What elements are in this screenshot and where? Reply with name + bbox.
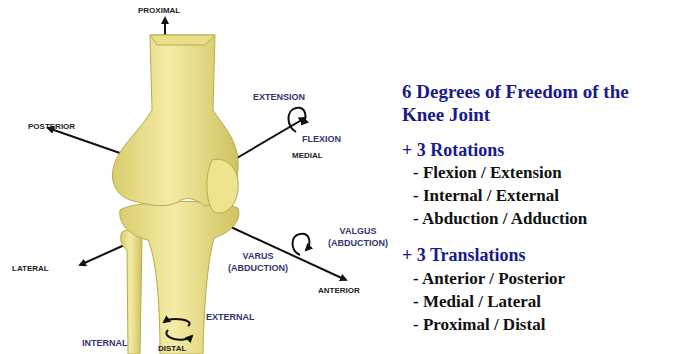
motion-label: VALGUS (ABDUCTION) xyxy=(322,225,394,249)
list-item: - Abduction / Adduction xyxy=(413,209,587,229)
list-item: - Proximal / Distal xyxy=(413,315,545,335)
group-heading: + 3 Translations xyxy=(402,245,526,266)
list-item: - Internal / External xyxy=(413,186,559,206)
motion-label: INTERNAL xyxy=(82,338,128,348)
axis-label: POSTERIOR xyxy=(28,122,75,131)
list-item: - Medial / Lateral xyxy=(413,292,541,312)
axis-label: PROXIMAL xyxy=(138,6,180,15)
axis-label: DISTAL xyxy=(158,344,186,353)
group-heading: + 3 Rotations xyxy=(402,140,504,161)
rotation-arrows xyxy=(164,108,309,340)
motion-label: FLEXION xyxy=(302,134,341,144)
motion-label: EXTENSION xyxy=(253,92,305,102)
list-item: - Flexion / Extension xyxy=(413,163,562,183)
diagram-title: 6 Degrees of Freedom of the Knee Joint xyxy=(402,80,662,126)
axis-label: ANTERIOR xyxy=(318,286,360,295)
motion-label: EXTERNAL xyxy=(206,312,255,322)
motion-label: VARUS (ABDUCTION) xyxy=(222,250,294,274)
list-item: - Anterior / Posterior xyxy=(413,269,565,289)
axis-label: MEDIAL xyxy=(292,151,323,160)
axis-label: LATERAL xyxy=(12,264,49,273)
